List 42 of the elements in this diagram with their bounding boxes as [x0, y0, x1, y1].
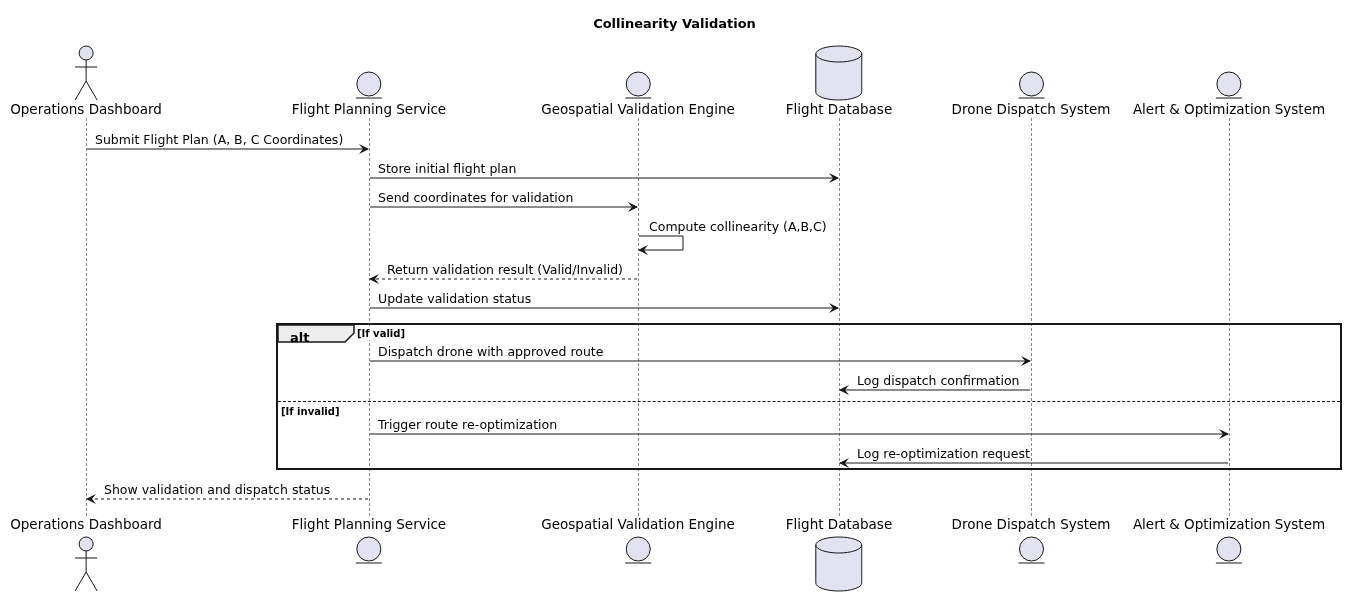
edge-label: Compute collinearity (A,B,C) — [648, 219, 828, 234]
message-arrow — [86, 144, 369, 154]
participant-name: Flight Planning Service — [291, 516, 447, 533]
message-arrow — [86, 494, 369, 504]
participant-name: Drone Dispatch System — [951, 516, 1111, 533]
participant-name: Geospatial Validation Engine — [541, 516, 735, 533]
participant-name: Flight Database — [785, 101, 893, 118]
lifeline — [85, 118, 88, 516]
participant-name: Geospatial Validation Engine — [541, 101, 735, 118]
message-arrow — [369, 429, 1229, 439]
message-arrow — [369, 274, 638, 284]
lifeline — [637, 118, 640, 516]
participant-name: Flight Planning Service — [291, 101, 447, 118]
edge-label: Trigger route re-optimization — [377, 417, 559, 432]
message-arrow — [638, 235, 684, 255]
participant-name: Operations Dashboard — [10, 101, 162, 118]
edge-label: Log dispatch confirmation — [856, 373, 1021, 388]
lifeline — [1228, 118, 1231, 516]
message-arrow — [369, 202, 638, 212]
participant-name: Operations Dashboard — [10, 516, 162, 533]
participant-name: Alert & Optimization System — [1132, 516, 1326, 533]
edge-label: Submit Flight Plan (A, B, C Coordinates) — [94, 132, 345, 147]
participant-name: Alert & Optimization System — [1132, 101, 1326, 118]
participant-name: Flight Database — [785, 516, 893, 533]
diagram-title: Collinearity Validation — [592, 15, 757, 33]
edge-label: Log re-optimization request — [856, 446, 1031, 461]
lifeline — [838, 118, 841, 516]
guard-condition: [If invalid] — [281, 406, 340, 418]
message-arrow — [369, 356, 1031, 366]
edge-label: Dispatch drone with approved route — [377, 344, 605, 359]
edge-label: Return validation result (Valid/Invalid) — [386, 262, 624, 277]
message-arrow — [369, 173, 839, 183]
edge-label: Store initial flight plan — [377, 161, 518, 176]
message-arrow — [839, 385, 1031, 395]
guard-condition: [If valid] — [357, 328, 405, 340]
edge-label: Send coordinates for validation — [377, 190, 575, 205]
message-arrow — [839, 458, 1229, 468]
lifeline — [1030, 118, 1033, 516]
message-arrow — [369, 303, 839, 313]
edge-label: Show validation and dispatch status — [103, 482, 332, 497]
edge-label: Update validation status — [377, 291, 533, 306]
participant-name: Drone Dispatch System — [951, 101, 1111, 118]
